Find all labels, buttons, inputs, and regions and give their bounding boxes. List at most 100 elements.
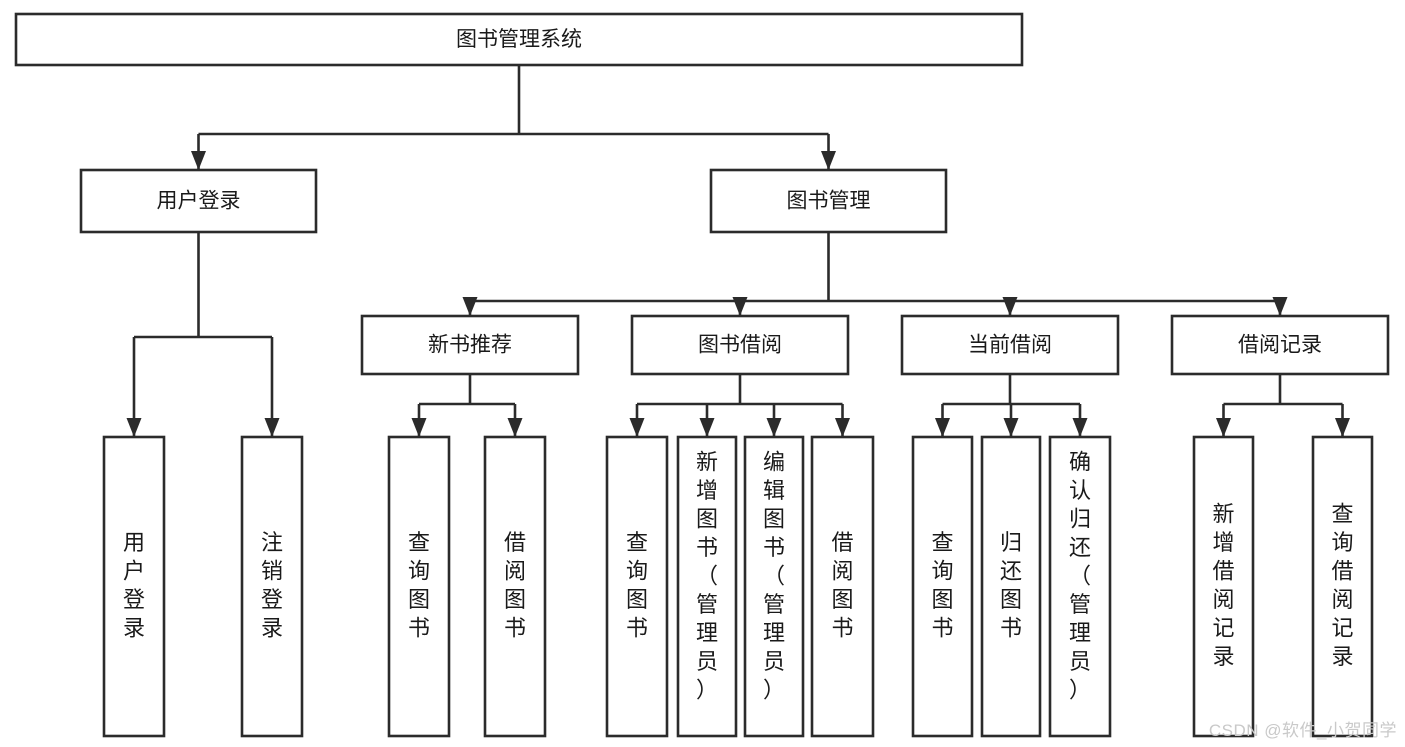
node-box-borrow-record bbox=[1170, 314, 1390, 376]
arrow-head-icon bbox=[1003, 418, 1019, 437]
arrow-head-icon bbox=[1002, 297, 1018, 316]
node-label-char: 户 bbox=[123, 559, 145, 584]
arrow-head-icon bbox=[835, 418, 850, 437]
node-label-char: （ bbox=[1069, 564, 1091, 589]
node-borrow-record[interactable]: 借阅记录 bbox=[1170, 314, 1390, 376]
node-label-char: 录 bbox=[123, 616, 145, 641]
node-label-char: ） bbox=[763, 678, 785, 703]
node-label-char: 还 bbox=[1069, 535, 1091, 560]
node-label-current-borrow: 当前借阅 bbox=[968, 334, 1052, 357]
arrow-head-icon bbox=[264, 418, 280, 437]
arrow-head-icon bbox=[821, 151, 836, 170]
node-label-char: 登 bbox=[261, 587, 283, 612]
arrow-head-icon bbox=[1272, 297, 1288, 316]
node-label-char: 管 bbox=[696, 592, 718, 617]
node-label-char: 销 bbox=[261, 559, 283, 584]
node-label-char: 阅 bbox=[1212, 587, 1234, 612]
node-user-login[interactable]: 用户登录 bbox=[79, 168, 318, 234]
node-label-char: 书 bbox=[504, 616, 526, 641]
node-box-leaf-borrow-book-2 bbox=[810, 435, 875, 738]
arrow-head-icon bbox=[629, 418, 645, 437]
node-label-char: 理 bbox=[696, 621, 718, 646]
node-label-char: 认 bbox=[1069, 478, 1091, 503]
arrow-head-icon bbox=[935, 418, 950, 437]
node-label-char: ） bbox=[696, 678, 718, 703]
node-label-char: 询 bbox=[1331, 530, 1353, 555]
node-label-char: 询 bbox=[408, 559, 430, 584]
node-label-char: 查 bbox=[931, 530, 953, 555]
node-box-leaf-add-borrow-record bbox=[1192, 435, 1255, 738]
csdn-watermark: CSDN @软件_小贺同学 bbox=[1208, 721, 1397, 740]
node-label-char: 书 bbox=[408, 616, 430, 641]
node-label-char: 录 bbox=[261, 616, 283, 641]
node-layer: 图书管理系统用户登录图书管理新书推荐图书借阅当前借阅借阅记录用户登录注销登录查询… bbox=[14, 12, 1390, 738]
node-label-book-borrow: 图书借阅 bbox=[698, 334, 782, 357]
arrow-head-icon bbox=[411, 418, 427, 437]
node-label-user-login: 用户登录 bbox=[157, 190, 241, 213]
node-label-char: 书 bbox=[1000, 616, 1022, 641]
node-label-char: 书 bbox=[831, 616, 853, 641]
node-box-leaf-query-book-3 bbox=[911, 435, 974, 738]
node-label-char: 归 bbox=[1069, 507, 1091, 532]
node-label-root: 图书管理系统 bbox=[456, 28, 582, 51]
node-label-char: 图 bbox=[626, 587, 648, 612]
node-box-leaf-query-book-1 bbox=[387, 435, 451, 738]
node-leaf-user-login[interactable]: 用户登录 bbox=[102, 435, 166, 738]
node-current-borrow[interactable]: 当前借阅 bbox=[900, 314, 1120, 376]
node-label-char: 用 bbox=[123, 530, 145, 555]
node-book-manage[interactable]: 图书管理 bbox=[709, 168, 948, 234]
node-new-book-recommend[interactable]: 新书推荐 bbox=[360, 314, 580, 376]
node-box-leaf-add-book bbox=[676, 435, 738, 738]
node-label-char: 录 bbox=[1331, 644, 1353, 669]
node-label-char: 阅 bbox=[831, 559, 853, 584]
node-box-leaf-return-book bbox=[980, 435, 1042, 738]
node-box-leaf-query-borrow-record bbox=[1311, 435, 1374, 738]
node-label-char: 图 bbox=[408, 587, 430, 612]
node-label-char: 记 bbox=[1331, 616, 1353, 641]
node-label-char: 图 bbox=[931, 587, 953, 612]
node-label-book-manage: 图书管理 bbox=[787, 190, 871, 213]
node-root[interactable]: 图书管理系统 bbox=[14, 12, 1024, 67]
node-label-char: 登 bbox=[123, 587, 145, 612]
node-label-char: 增 bbox=[696, 478, 718, 503]
node-label-char: ） bbox=[1069, 678, 1091, 703]
node-label-char: 借 bbox=[1331, 559, 1353, 584]
node-label-char: 图 bbox=[1000, 587, 1022, 612]
node-label-char: 记 bbox=[1212, 616, 1234, 641]
arrow-head-icon bbox=[766, 418, 782, 437]
node-label-char: 借 bbox=[831, 530, 853, 555]
node-label-char: 查 bbox=[408, 530, 430, 555]
node-box-leaf-confirm-return bbox=[1048, 435, 1112, 738]
node-label-char: （ bbox=[763, 564, 785, 589]
node-label-char: 理 bbox=[763, 621, 785, 646]
arrow-head-icon bbox=[462, 297, 478, 316]
arrow-head-icon bbox=[507, 418, 523, 437]
node-book-borrow[interactable]: 图书借阅 bbox=[630, 314, 850, 376]
node-box-leaf-query-book-2 bbox=[605, 435, 669, 738]
node-box-root bbox=[14, 12, 1024, 67]
node-label-char: 员 bbox=[1069, 649, 1091, 674]
node-label-char: 询 bbox=[626, 559, 648, 584]
node-label-char: 辑 bbox=[763, 478, 785, 503]
node-label-char: 借 bbox=[504, 530, 526, 555]
node-label-char: 归 bbox=[1000, 530, 1022, 555]
node-label-char: 书 bbox=[931, 616, 953, 641]
node-label-char: 编 bbox=[763, 450, 785, 475]
node-box-leaf-borrow-book-1 bbox=[483, 435, 547, 738]
arrow-head-icon bbox=[126, 418, 142, 437]
node-label-borrow-record: 借阅记录 bbox=[1238, 334, 1322, 357]
